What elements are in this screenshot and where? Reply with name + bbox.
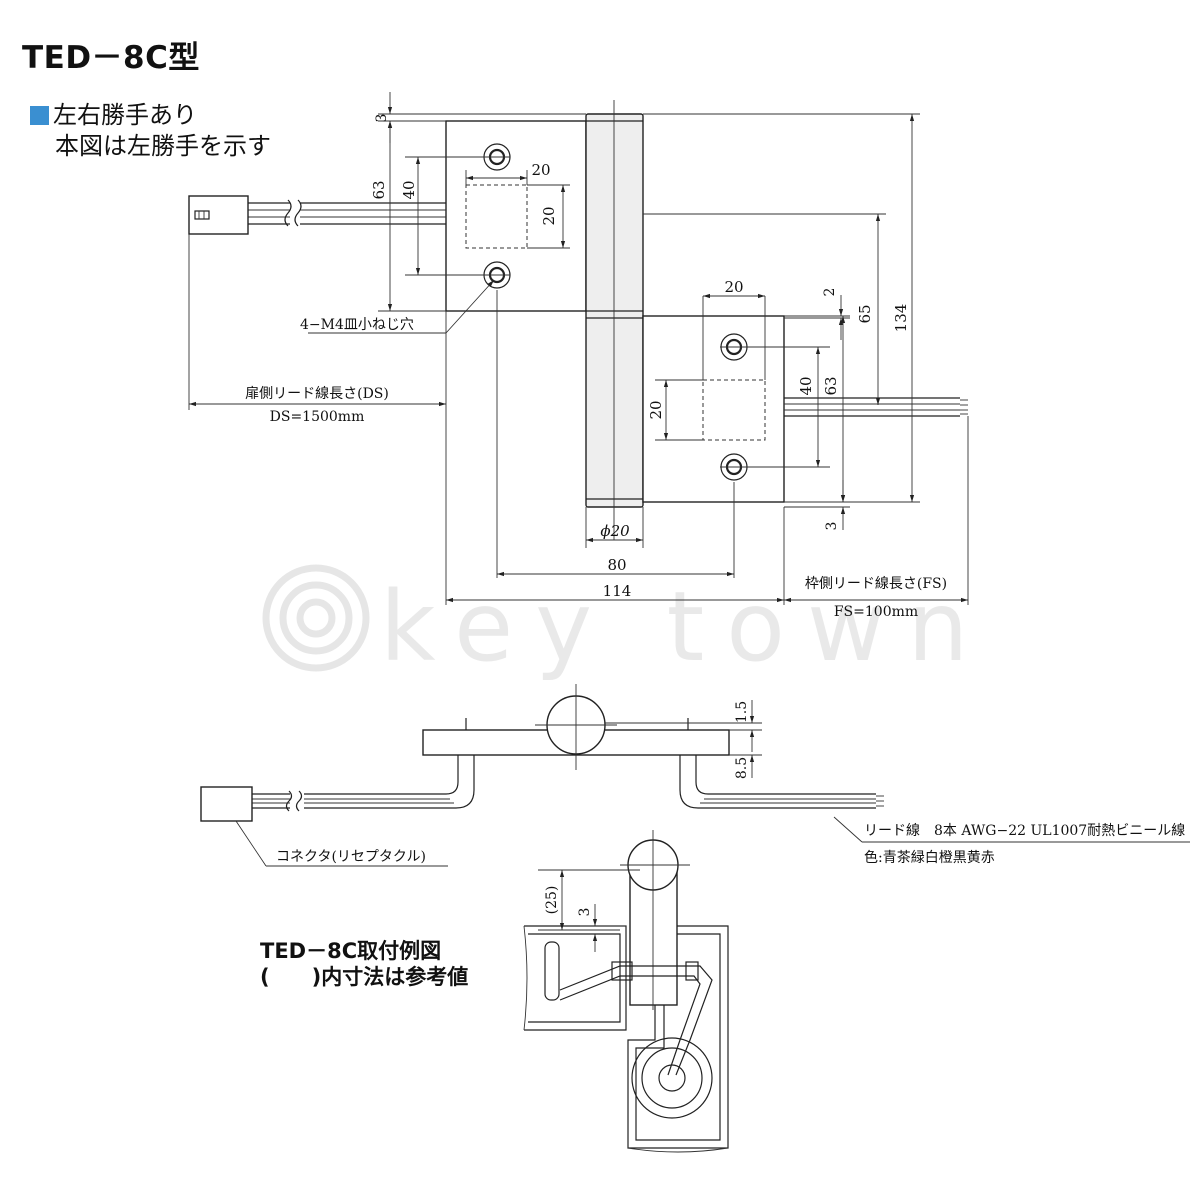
connector-label: コネクタ(リセプタクル) [276,849,426,865]
door-lead-length-value: DS=1500mm [270,409,365,425]
dim-1-5: 1.5 [734,701,750,723]
dimension-labels: 3 63 40 20 20 20 2 65 134 40 63 20 3 ϕ20… [370,114,910,600]
dim-80: 80 [607,556,626,574]
mounting-example-caption: TED－8C取付例図 ( )内寸法は参考値 [260,938,468,990]
wire-colors: 色:青茶緑白橙黒黄赤 [864,849,995,866]
dim-114: 114 [603,582,632,600]
handedness-note: 左右勝手あり 本図は左勝手を示す [30,100,271,162]
dim-20-lower-width: 20 [724,278,743,296]
frame-lead-wire [784,397,968,417]
dim-phi20: ϕ20 [600,522,630,540]
handedness-line-2: 本図は左勝手を示す [55,132,271,160]
extension-lines [188,113,969,605]
dim-134: 134 [892,304,910,333]
dim-40-right: 40 [797,376,815,395]
wire-pocket-upper [465,184,528,249]
dim-20-lower-height: 20 [647,400,665,419]
side-view-connector-icon [200,786,253,822]
dim-20-upper-width: 20 [531,161,550,179]
mounting-example-title: TED－8C取付例図 [260,939,442,963]
door-lead-wire [248,199,446,227]
dim-2: 2 [822,288,838,297]
dim-3-top: 3 [374,114,390,123]
dim-8-5: 8.5 [734,757,750,779]
screw-hole-label: 4−M4皿小ねじ穴 [300,317,414,333]
watermark: key town [262,564,990,683]
door-leaf-plate [445,120,587,312]
dim-65: 65 [856,304,874,323]
dim-63-right: 63 [822,376,840,395]
drawing-title: TED－8C型 [22,40,200,76]
connector-receptacle-icon [188,195,249,235]
dimension-lines [189,92,968,603]
mounting-example-note: ( )内寸法は参考値 [260,965,469,989]
frame-lead-length-value: FS=100mm [834,604,918,620]
frame-lead-length-label: 枠側リード線長さ(FS) [805,576,947,592]
wire-pocket-lower [702,379,766,441]
hinge-front-view: 3 63 40 20 20 20 2 65 134 40 63 20 3 ϕ20… [188,92,969,620]
dim-3-bottom: 3 [824,522,840,531]
watermark-text: key town [380,571,990,683]
dim-20-upper-height: 20 [540,206,558,225]
dim-63-left: 63 [370,180,388,199]
blue-square-bullet-icon [30,106,49,125]
lead-wire-spec: リード線 8本 AWG−22 UL1007耐熱ビニール線 [864,823,1185,839]
dim-40-left: 40 [400,180,418,199]
handedness-line-1: 左右勝手あり [53,101,197,129]
hinge-side-view: 1.5 8.5 リード線 8本 AWG−22 UL1007耐熱ビニール線 色:青… [200,684,1190,867]
watermark-logo-icon [262,564,370,672]
dim-3-mount: 3 [577,908,593,917]
door-lead-length-label: 扉側リード線長さ(DS) [245,386,389,402]
mounting-example: (25) 3 [523,830,729,1153]
dim-25-reference: (25) [544,886,560,915]
